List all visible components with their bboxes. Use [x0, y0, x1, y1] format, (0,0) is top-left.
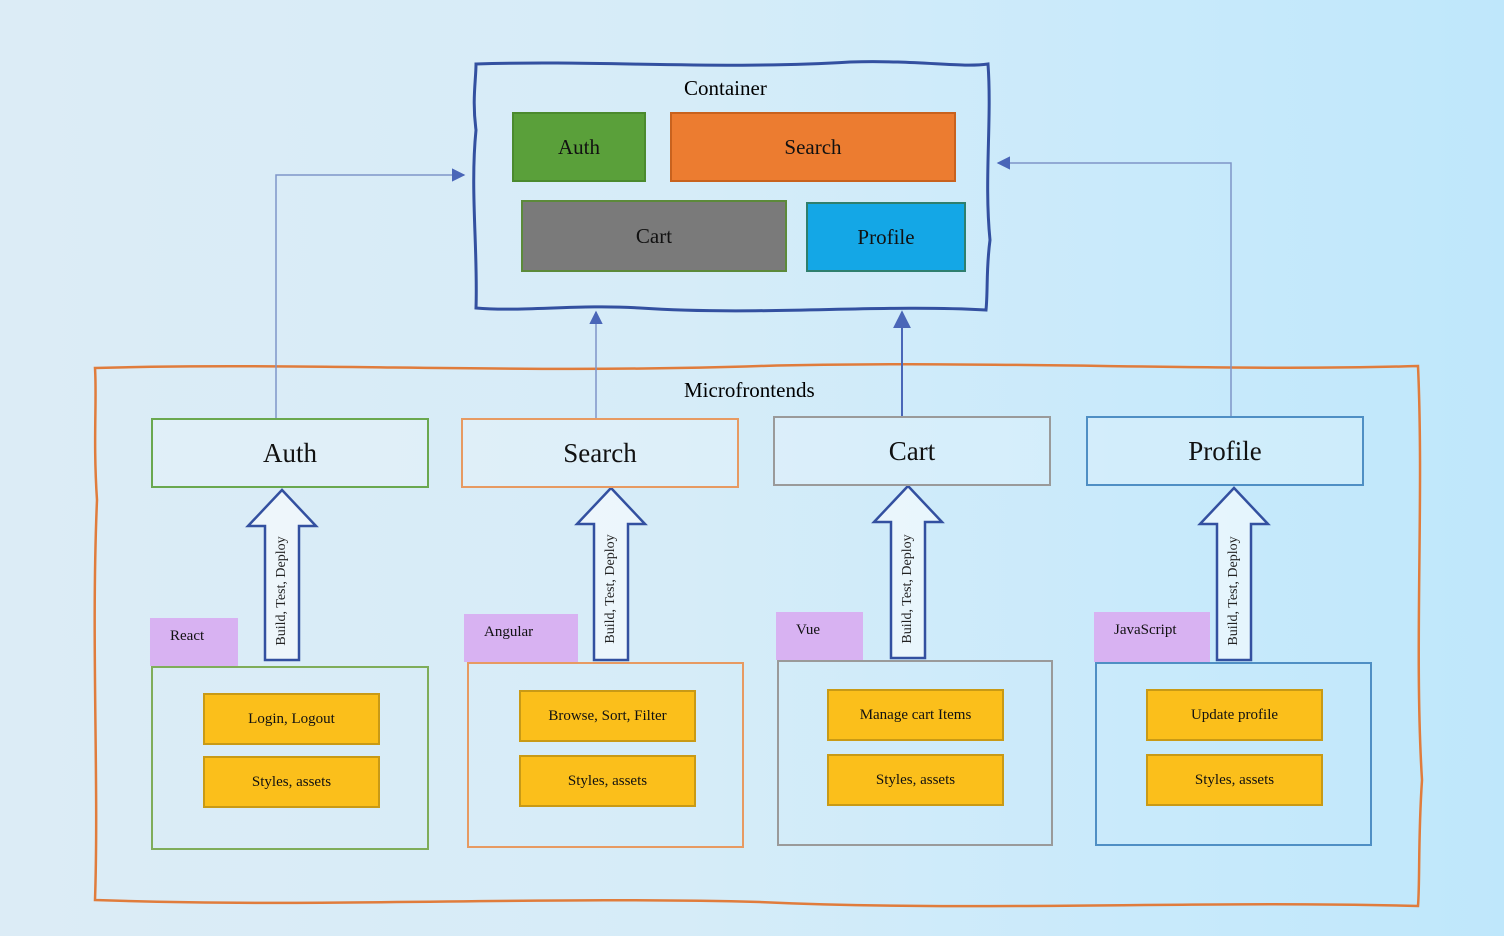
container-profile-block: Profile: [806, 202, 966, 272]
microfrontends-title: Microfrontends: [684, 378, 815, 402]
mfe-search-framework-tag: Angular: [464, 614, 578, 662]
cart-build-arrow-icon: [871, 484, 945, 660]
mfe-profile-feature-2: Styles, assets: [1146, 754, 1323, 806]
auth-build-label: Build, Test, Deploy: [274, 536, 289, 646]
mfe-search-feature-1: Browse, Sort, Filter: [519, 690, 696, 742]
profile-build-arrow-icon: [1197, 486, 1271, 662]
profile-to-container-connector: [996, 156, 1232, 418]
mfe-auth-feature-2: Styles, assets: [203, 756, 380, 808]
auth-build-arrow-icon: [245, 488, 319, 662]
auth-to-container-connector: [275, 168, 466, 418]
mfe-auth-title: Auth: [151, 418, 429, 488]
container-auth-block: Auth: [512, 112, 646, 182]
search-build-arrow-icon: [574, 486, 648, 662]
mfe-profile-feature-1: Update profile: [1146, 689, 1323, 741]
mfe-cart-panel: [777, 660, 1053, 846]
mfe-search-panel: [467, 662, 744, 848]
mfe-cart-framework-tag: Vue: [776, 612, 863, 660]
mfe-cart-title: Cart: [773, 416, 1051, 486]
mfe-search-title: Search: [461, 418, 739, 488]
mfe-auth-framework-tag: React: [150, 618, 238, 666]
mfe-cart-feature-2: Styles, assets: [827, 754, 1004, 806]
search-build-label: Build, Test, Deploy: [603, 534, 618, 644]
mfe-auth-panel: [151, 666, 429, 850]
mfe-profile-panel: [1095, 662, 1372, 846]
cart-build-label: Build, Test, Deploy: [900, 534, 915, 644]
profile-build-label: Build, Test, Deploy: [1226, 536, 1241, 646]
microfrontends-border: [93, 363, 1424, 908]
mfe-search-feature-2: Styles, assets: [519, 755, 696, 807]
container-search-block: Search: [670, 112, 956, 182]
mfe-profile-title: Profile: [1086, 416, 1364, 486]
mfe-cart-feature-1: Manage cart Items: [827, 689, 1004, 741]
mfe-profile-framework-tag: JavaScript: [1094, 612, 1210, 662]
container-border: [472, 60, 992, 313]
mfe-auth-feature-1: Login, Logout: [203, 693, 380, 745]
container-title: Container: [684, 76, 767, 100]
container-cart-block: Cart: [521, 200, 787, 272]
